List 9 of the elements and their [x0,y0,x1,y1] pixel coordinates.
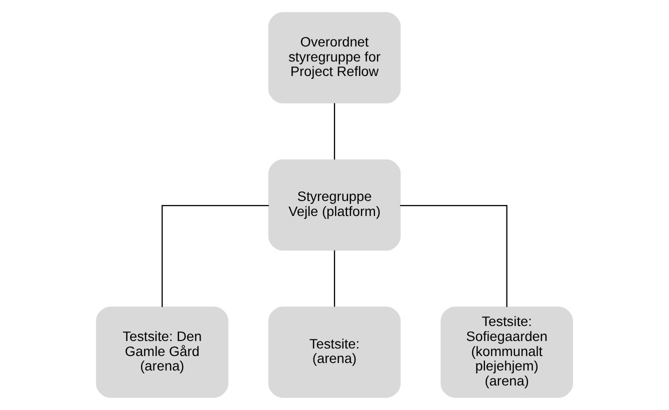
node-box: Testsite: Den Gamle Gård (arena) [96,306,228,398]
connector [162,205,269,308]
node-box: Styregruppe Vejle (platform) [268,159,401,251]
connector [334,250,336,307]
node-box: Overordnet styregruppe for Project Reflow [268,12,401,104]
connector [334,103,336,160]
node-box: Testsite: Sofiegaarden (kommunalt plejehjem) (arena) [440,306,573,398]
node-box: Testsite: (arena) [268,306,401,398]
connector [400,205,508,308]
